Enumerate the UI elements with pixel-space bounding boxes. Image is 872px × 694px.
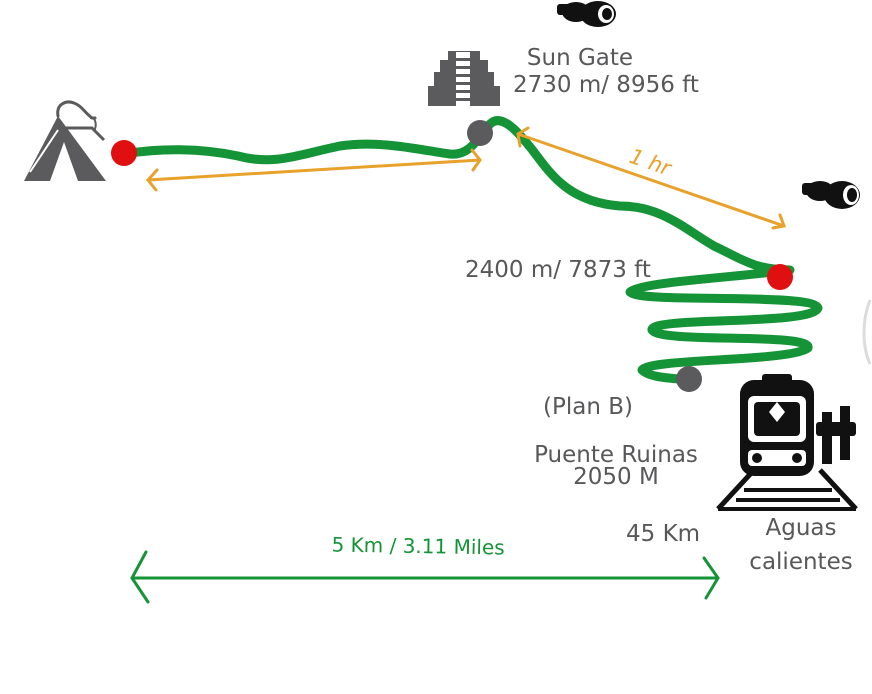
destination-line2: calientes: [749, 549, 853, 575]
binoculars-icon: [802, 181, 860, 209]
summit-name: Sun Gate: [526, 45, 634, 71]
distance-label: 5 Km / 3.11 Miles: [331, 532, 505, 559]
bridge-name: Puente Ruinas: [534, 442, 698, 468]
train-icon: [716, 374, 858, 511]
midpoint-elevation: 2400 m/ 7873 ft: [465, 257, 651, 283]
bridge-elevation: 2050 M: [573, 464, 659, 490]
edge-arc: [862, 299, 872, 365]
camp-tent-icon: [24, 100, 106, 181]
temple-icon: [428, 51, 500, 106]
time-arrow-descent: [516, 126, 787, 230]
waypoint-sun-gate: [467, 120, 493, 146]
km-marker-label: 45 Km: [626, 521, 701, 547]
waypoint-midpoint: [767, 264, 793, 290]
distance-arrow: [130, 550, 720, 604]
destination-line1: Aguas: [765, 515, 837, 541]
trail-line: [119, 116, 823, 385]
plan-b-label: (Plan B): [543, 394, 633, 420]
time-arrow-left: [146, 148, 482, 192]
waypoint-start: [111, 140, 137, 166]
summit-elevation: 2730 m/ 8956 ft: [513, 72, 699, 98]
binoculars-icon: [557, 1, 616, 27]
waypoint-plan-b: [676, 366, 702, 392]
